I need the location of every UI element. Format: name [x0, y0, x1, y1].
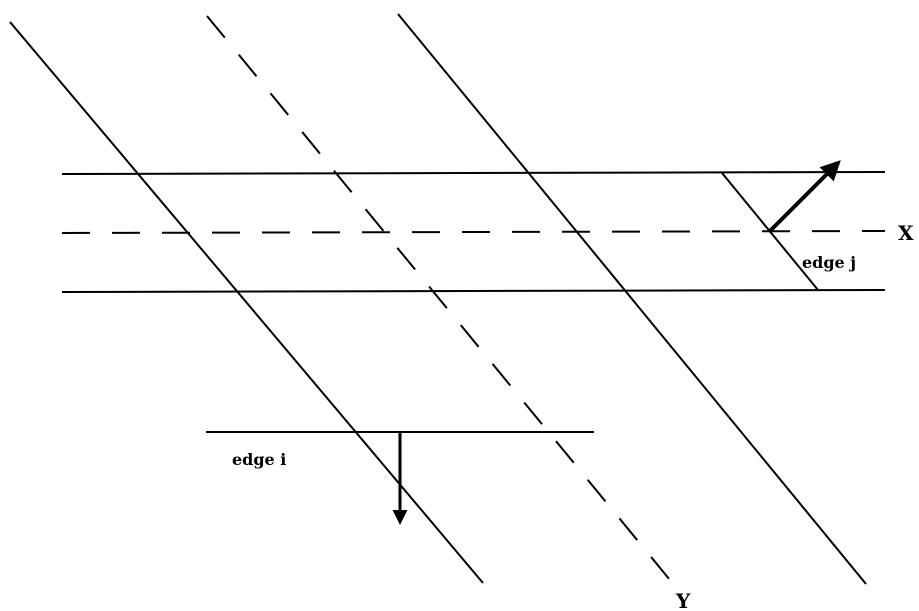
diagonal-left-line: [9, 21, 484, 584]
edge-j-label: edge j: [802, 253, 856, 272]
y-axis-dashed-line: [206, 15, 680, 592]
edge-j-normal-arrow: [767, 160, 841, 234]
y-axis-label: Y: [675, 589, 691, 611]
edge-i-label: edge i: [232, 450, 286, 469]
band-bottom-line: [61, 289, 886, 293]
band-top-line: [61, 171, 886, 175]
x-axis-dashed-line: [61, 230, 886, 234]
diagonal-right-line: [397, 13, 867, 585]
x-axis-label: X: [898, 221, 914, 245]
